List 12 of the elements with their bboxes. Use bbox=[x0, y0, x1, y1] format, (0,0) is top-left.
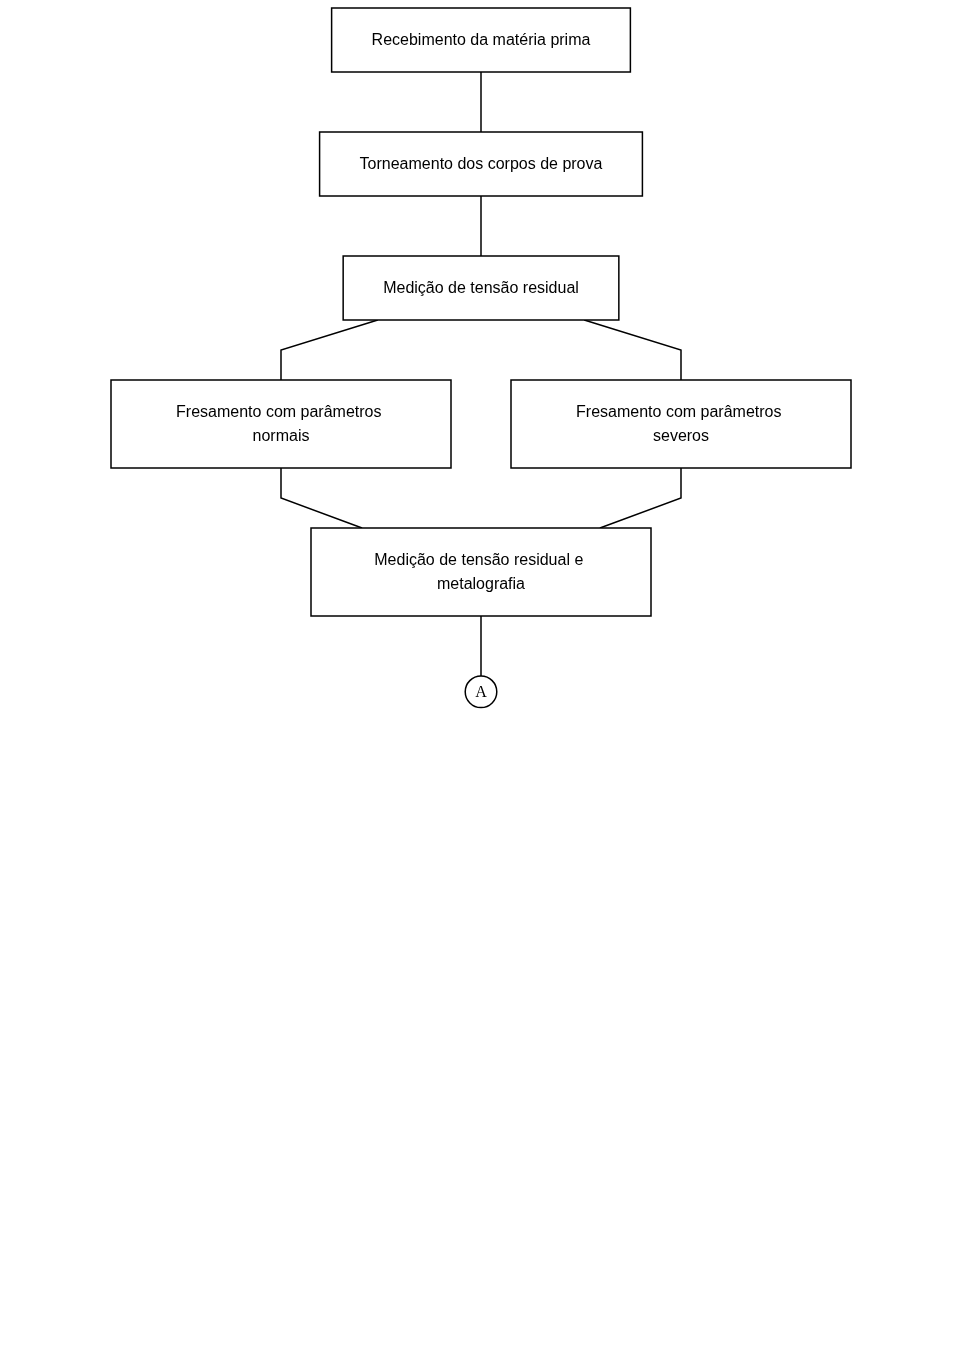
node-box: Fresamento com parâmetros normais bbox=[110, 379, 452, 469]
node-box: Recebimento da matéria prima bbox=[330, 7, 632, 73]
connector bbox=[480, 71, 482, 133]
connector bbox=[599, 467, 682, 529]
node-box: Fresamento com parâmetros severos bbox=[510, 379, 852, 469]
connector bbox=[280, 467, 363, 529]
node-box: Medição de tensão residual bbox=[342, 255, 620, 321]
node-box: Medição de tensão residual e metalografia bbox=[310, 527, 652, 617]
node-box: Torneamento dos corpos de prova bbox=[318, 131, 644, 197]
node-circle: A bbox=[464, 675, 498, 709]
connector bbox=[480, 195, 482, 257]
connector bbox=[480, 615, 482, 677]
